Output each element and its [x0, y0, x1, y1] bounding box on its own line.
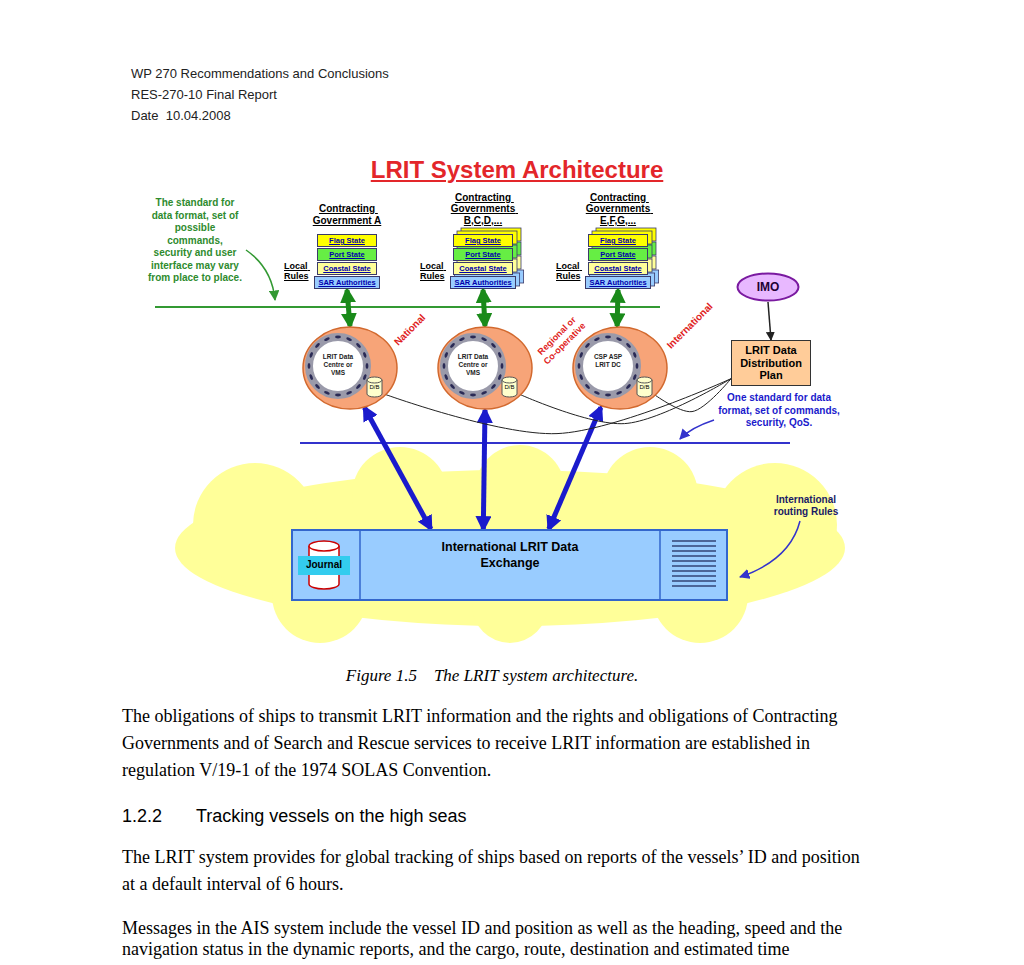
authority-box: Port State [317, 248, 377, 261]
data-arrow [347, 290, 350, 326]
data-arrow [483, 410, 485, 529]
data-arrow [768, 302, 771, 340]
authority-label: Flag State [321, 236, 373, 245]
diagram-title: LRIT System Architecture [262, 156, 772, 184]
government-stack: Contracting Governments B,C,D,...Flag St… [443, 234, 523, 290]
database-label: D/B [366, 384, 383, 391]
data-arrow [615, 290, 621, 326]
authority-box: Flag State [588, 234, 648, 247]
database-label: D/B [501, 384, 518, 391]
local-rules: Local Rules [284, 261, 314, 281]
page-header: Date 10.04.2008 [131, 108, 231, 123]
local-rules: Local Rules [420, 261, 450, 281]
data-centre-ellipse: Regional or Co-operativeLRIT Data Centre… [437, 326, 533, 410]
authority-label: Port State [321, 250, 373, 259]
data-arrow [483, 290, 485, 326]
authority-label: Coastal State [592, 264, 644, 273]
authority-label: Flag State [592, 236, 644, 245]
data-centre-ellipse: InternationalCSP ASP LRIT DCD/B [572, 326, 668, 410]
page-header: RES-270-10 Final Report [131, 87, 277, 102]
authority-box: Coastal State [588, 262, 648, 275]
page-header: WP 270 Recommendations and Conclusions [131, 66, 389, 81]
authority-label: Port State [457, 250, 509, 259]
authority-label: Port State [592, 250, 644, 259]
journal-label: Journal [297, 559, 351, 571]
section-heading: Tracking vessels on the high seas [196, 806, 466, 827]
body-paragraph: The obligations of ships to transmit LRI… [122, 703, 864, 784]
authority-box: Port State [453, 248, 513, 261]
body-paragraph: Messages in the AIS system include the v… [122, 918, 864, 960]
data-centre-label: LRIT Data Centre or VMS [454, 353, 492, 377]
exchange-label: International LRIT Data Exchange [435, 539, 585, 571]
database-cylinder: D/B [636, 376, 653, 398]
government-stack: Contracting Government AFlag StatePort S… [307, 234, 387, 290]
leader-line [680, 420, 714, 439]
stack-heading: Contracting Governments B,C,D,... [443, 192, 523, 227]
scope-label: National [385, 305, 436, 356]
database-label: D/B [636, 384, 653, 391]
database-cylinder: D/B [366, 376, 383, 398]
authority-box: Flag State [453, 234, 513, 247]
body-paragraph: The LRIT system provides for global trac… [122, 844, 864, 898]
authority-box: Flag State [317, 234, 377, 247]
section-number: 1.2.2 [122, 806, 162, 827]
plan-label: LRIT Data Distribution Plan [736, 344, 806, 382]
authority-label: SAR Authorities [589, 278, 646, 287]
distribution-line [383, 379, 731, 434]
exchange-box: International LRIT Data ExchangeJournal [291, 529, 728, 601]
local-rules-line [155, 306, 660, 308]
scope-label: International [657, 293, 722, 358]
authority-label: SAR Authorities [318, 278, 375, 287]
callout-note: International routing Rules [764, 494, 848, 518]
data-arrow [549, 407, 601, 529]
organisation-label: IMO [736, 280, 800, 294]
data-centre-label: CSP ASP LRIT DC [589, 353, 627, 369]
cloud [175, 445, 845, 643]
authority-box: Coastal State [317, 262, 377, 275]
figure-caption: Figure 1.5 The LRIT system architecture. [232, 666, 752, 686]
authority-box: SAR Authorities [314, 276, 379, 289]
authority-label: Coastal State [457, 264, 509, 273]
callout-note: The standard for data format, set of pos… [148, 197, 242, 285]
organisation-oval: IMO [736, 272, 800, 302]
data-centre-ellipse: NationalLRIT Data Centre or VMSD/B [302, 326, 398, 410]
plan-box: LRIT Data Distribution Plan [731, 340, 811, 386]
authority-label: SAR Authorities [454, 278, 511, 287]
journal-cylinder: Journal [297, 539, 351, 591]
authority-box: SAR Authorities [450, 276, 515, 289]
standard-line [300, 442, 790, 444]
leader-line [740, 521, 800, 577]
authority-label: Coastal State [321, 264, 373, 273]
stack-heading: Contracting Governments E,F,G,... [578, 192, 658, 227]
authority-box: SAR Authorities [585, 276, 650, 289]
data-centre-label: LRIT Data Centre or VMS [319, 353, 357, 377]
callout-note: One standard for data format, set of com… [718, 392, 840, 430]
stack-heading: Contracting Government A [307, 203, 387, 226]
database-cylinder: D/B [501, 376, 518, 398]
government-stack: Contracting Governments E,F,G,...Flag St… [578, 234, 658, 290]
authority-box: Port State [588, 248, 648, 261]
authority-label: Flag State [457, 236, 509, 245]
authority-box: Coastal State [453, 262, 513, 275]
local-rules: Local Rules [556, 261, 586, 281]
leader-line [246, 250, 275, 300]
data-arrow [364, 407, 430, 529]
